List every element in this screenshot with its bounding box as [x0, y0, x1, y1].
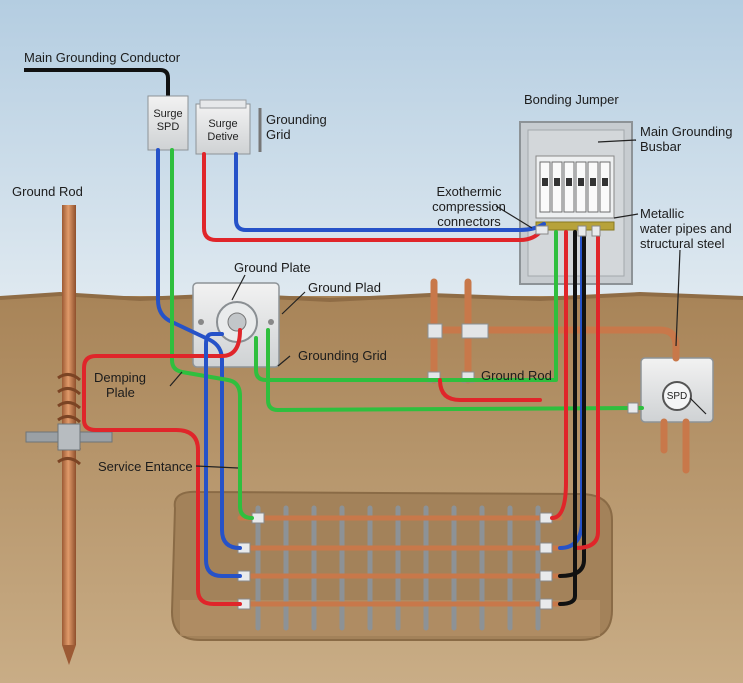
- ground-grid-rods: [255, 505, 541, 631]
- exothermic-line3: connectors: [437, 214, 501, 229]
- demping-line1: Demping: [94, 370, 147, 385]
- label-bonding-jumper: Bonding Jumper: [524, 92, 619, 107]
- main-grounding-conductor: [24, 68, 170, 96]
- label-main-grounding-conductor: Main Grounding Conductor: [24, 50, 181, 65]
- exothermic-line1: Exothermic: [436, 184, 502, 199]
- demping-line2: Plale: [106, 385, 135, 400]
- ground-grid-copper: [237, 515, 563, 607]
- label-grounding-grid-mid: Grounding Grid: [298, 348, 387, 363]
- label-service-entance: Service Entance: [98, 459, 193, 474]
- ground-rod-left: [25, 205, 113, 665]
- wires: [82, 148, 644, 606]
- label-ground-plate: Ground Plate: [234, 260, 311, 275]
- distribution-panel: [519, 121, 633, 285]
- label-ground-rod-mid: Ground Rod: [481, 368, 552, 383]
- surge-detive-line2: Detive: [207, 131, 239, 143]
- main-grounding-busbar-line2: Busbar: [640, 139, 682, 154]
- metallic-line2: water pipes and: [640, 221, 732, 236]
- label-ground-rod-left: Ground Rod: [12, 184, 83, 199]
- surge-spd-box: [147, 95, 189, 151]
- grid-clamps: [237, 512, 553, 610]
- soil-surface: [0, 291, 743, 303]
- metallic-line1: Metallic: [640, 206, 685, 221]
- grounding-grid-top-line1: Grounding: [266, 112, 327, 127]
- label-demping-plale: Demping Plale: [94, 370, 146, 400]
- label-main-grounding-busbar: Main Grounding Busbar: [640, 124, 733, 154]
- label-metallic-pipes: Metallic water pipes and structural stee…: [640, 206, 732, 251]
- label-grounding-grid-top: Grounding Grid: [266, 112, 327, 142]
- surge-spd-line1: Surge: [153, 108, 183, 120]
- metallic-line3: structural steel: [640, 236, 725, 251]
- right-spd-box: [640, 357, 714, 423]
- label-surge-detive: Surge Detive: [196, 118, 250, 144]
- leader-lines: [169, 139, 707, 469]
- label-ground-plad: Ground Plad: [308, 280, 381, 295]
- label-exothermic: Exothermic compression connectors: [418, 184, 520, 229]
- surge-spd-line2: SPD: [156, 121, 180, 133]
- exothermic-line2: compression: [432, 199, 506, 214]
- grounding-grid-top-line2: Grid: [266, 127, 291, 142]
- main-grounding-busbar-line1: Main Grounding: [640, 124, 733, 139]
- label-surge-spd: Surge SPD: [148, 108, 188, 134]
- surge-detive-line1: Surge: [208, 118, 238, 130]
- surge-detive-box: [195, 99, 262, 155]
- label-spd-small: SPD: [666, 391, 688, 402]
